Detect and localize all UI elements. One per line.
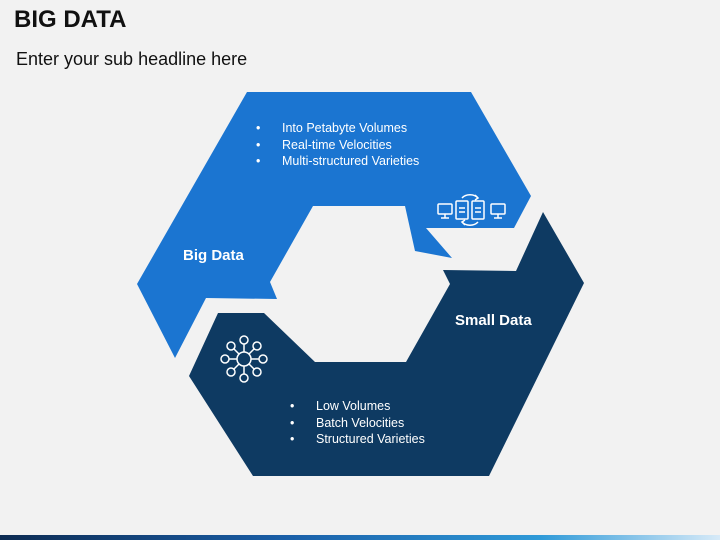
bullet-dot: •	[256, 154, 261, 168]
page-subtitle: Enter your sub headline here	[16, 49, 248, 69]
bullet-dot: •	[256, 137, 261, 152]
bullet-item: • Real-time Velocities	[256, 137, 419, 154]
big-data-shape	[137, 92, 531, 358]
bullet-item: • Low Volumes	[290, 398, 425, 415]
bullet-item: • Into Petabyte Volumes	[256, 120, 419, 137]
small-data-bullet-list: • Low Volumes • Batch Velocities • Structur…	[290, 398, 425, 448]
bullet-dot: •	[290, 432, 295, 446]
bullet-item: • Batch Velocities	[290, 415, 425, 432]
hub-nodes-icon	[220, 335, 268, 383]
bullet-text: Structured Varieties	[316, 432, 425, 446]
bullet-item: • Multi-structured Varieties	[256, 153, 419, 170]
bullet-dot: •	[290, 399, 295, 413]
bullet-text: Into Petabyte Volumes	[282, 121, 408, 135]
bottom-gradient-bar	[0, 535, 720, 540]
bullet-dot: •	[290, 415, 295, 430]
big-data-label: Big Data	[183, 247, 244, 264]
small-data-shape	[189, 212, 584, 476]
network-computers-icon	[437, 194, 506, 226]
page-title: BIG DATA	[14, 6, 127, 33]
small-data-label: Small Data	[455, 312, 532, 329]
big-data-bullet-list: • Into Petabyte Volumes • Real-time Veloci…	[256, 120, 419, 170]
bullet-text: Multi-structured Varieties	[282, 154, 420, 168]
bullet-item: • Structured Varieties	[290, 431, 425, 448]
bullet-text: Batch Velocities	[316, 415, 405, 430]
bullet-text: Low Volumes	[316, 399, 391, 413]
bullet-text: Real-time Velocities	[282, 137, 392, 152]
bullet-dot: •	[256, 121, 261, 135]
